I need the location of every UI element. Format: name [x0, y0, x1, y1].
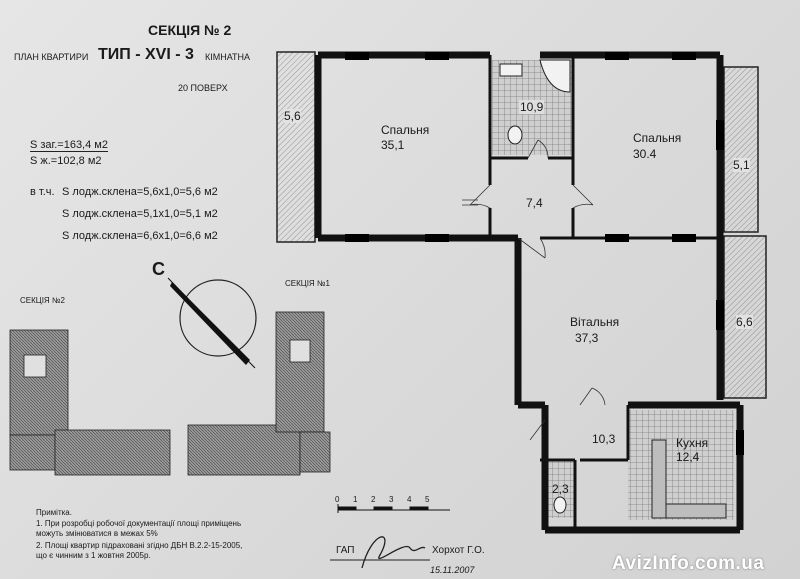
scale-4: 4: [407, 495, 412, 504]
signature-scribble: [361, 536, 426, 569]
watermark: AvizInfo.com.ua: [612, 553, 765, 574]
bedroom-2-area: 30.4: [633, 147, 657, 161]
door-swings: [469, 139, 606, 441]
keyplan-section-2: СЕКЦІЯ №2: [20, 296, 65, 305]
scale-3: 3: [389, 495, 394, 504]
plan-prefix: ПЛАН КВАРТИРИ: [14, 52, 89, 62]
plan-suffix: КІМНАТНА: [205, 52, 251, 62]
bathroom-area: 10,9: [519, 100, 545, 114]
interior-walls: [488, 55, 720, 530]
wc-area: 2,3: [552, 482, 569, 496]
signature-name: Хорхот Г.О.: [432, 545, 485, 556]
toilet: [507, 125, 567, 514]
loggia-area-2: S лодж.склена=5,1х1,0=5,1 м2: [62, 208, 218, 220]
bathtub: [539, 59, 571, 93]
notes-line-3: 2. Площі квартир підраховані згідно ДБН …: [36, 541, 243, 550]
bedroom-1-area: 35,1: [381, 138, 405, 152]
section-title: СЕКЦІЯ № 2: [148, 22, 232, 38]
kitchen-name: Кухня: [676, 436, 709, 450]
floor-label: 20 ПОВЕРХ: [178, 83, 228, 93]
notes-title: Примітка.: [36, 508, 72, 517]
notes-line-2: можуть змінюватися в межах 5%: [36, 529, 158, 538]
plan-type: ТИП - XVI - 3: [98, 46, 194, 63]
key-plan: [9, 311, 331, 476]
total-area: S заг.=163,4 м2: [30, 139, 108, 152]
living-room-name: Вітальня: [570, 315, 620, 329]
signature-date: 15.11.2007: [430, 565, 475, 575]
compass: [167, 277, 257, 369]
living-room-area: 37,3: [575, 331, 599, 345]
windows: [345, 52, 744, 455]
living-area: S ж.=102,8 м2: [30, 155, 102, 167]
loggia-area-1: S лодж.склена=5,6х1,0=5,6 м2: [62, 186, 218, 198]
compass-north-label: С: [152, 259, 165, 279]
scale-0: 0: [335, 495, 340, 504]
notes-line-1: 1. При розробці робочої документації пло…: [36, 519, 242, 528]
bedroom-2-name: Спальня: [633, 131, 682, 145]
kitchen-area: 12,4: [676, 450, 700, 464]
sink: [499, 63, 523, 77]
loggia-left-area: 5,6: [284, 109, 301, 123]
keyplan-section-1: СЕКЦІЯ №1: [285, 279, 330, 288]
kitchen-tiles: [628, 410, 734, 520]
loggia-right-top: [723, 66, 759, 233]
scale-1: 1: [353, 495, 358, 504]
loggia-right-bottom-area: 6,6: [736, 315, 753, 329]
scale-2: 2: [371, 495, 376, 504]
kitchen-counter: [651, 439, 727, 519]
notes-line-4: що є чинним з 1 жовтня 2005р.: [36, 551, 151, 560]
loggia-right-top-area: 5,1: [733, 158, 750, 172]
corridor-area: 10,3: [592, 432, 616, 446]
scale-5: 5: [425, 495, 430, 504]
hall-area: 7,4: [526, 196, 543, 210]
bedroom-1-name: Спальня: [381, 123, 430, 137]
loggia-left: [276, 51, 316, 243]
scale-bar: [337, 504, 450, 513]
signature-role: ГАП: [336, 545, 355, 556]
including-label: в т.ч.: [30, 186, 55, 198]
stair-lines: [462, 199, 478, 206]
loggia-area-3: S лодж.склена=6,6х1,0=6,6 м2: [62, 230, 218, 242]
